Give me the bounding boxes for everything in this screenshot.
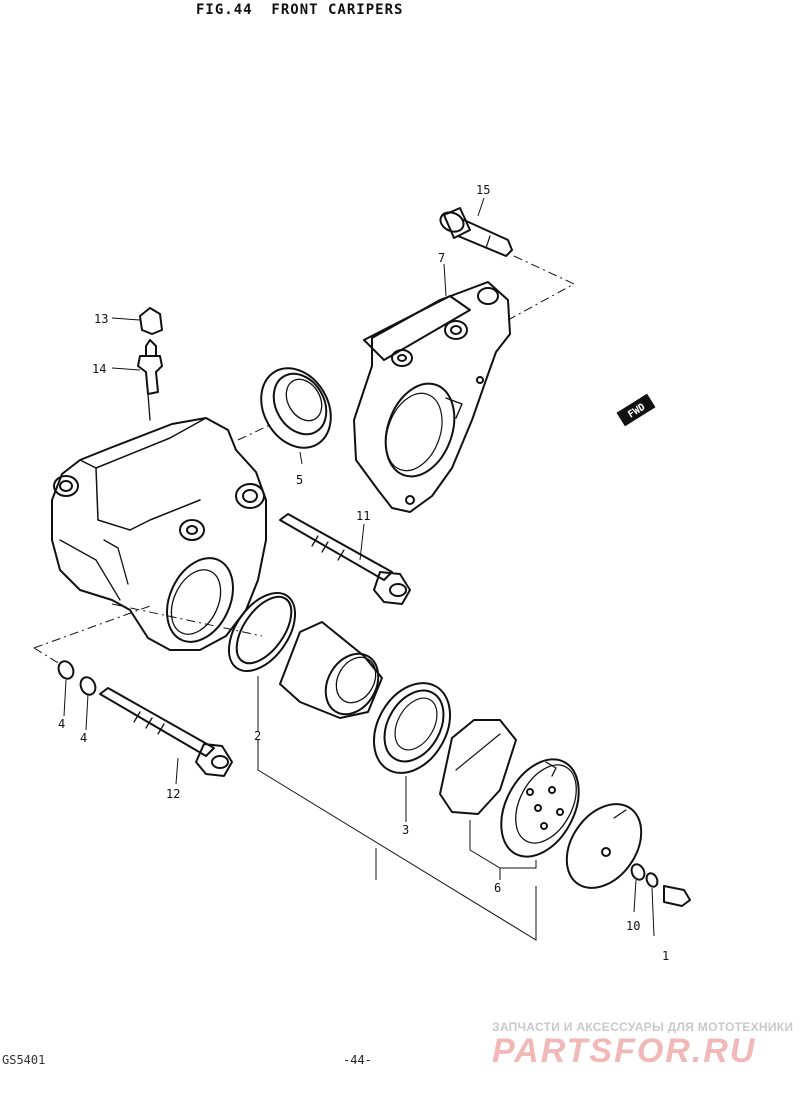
callout-15: 15 [476, 183, 490, 197]
callout-4b: 4 [80, 731, 87, 745]
callout-5: 5 [296, 473, 303, 487]
washer-10 [630, 863, 646, 881]
dust-boot-5 [260, 367, 332, 449]
figure-code: GS5401 [2, 1053, 46, 1067]
callout-4a: 4 [58, 717, 65, 731]
screw-1 [645, 872, 691, 907]
callout-1: 1 [662, 949, 669, 963]
piston-seal-2 [227, 591, 297, 673]
o-ring-4a [57, 660, 75, 680]
page-number: -44- [343, 1053, 372, 1067]
callout-11: 11 [356, 509, 370, 523]
pad-shim [565, 803, 643, 889]
bleeder-cap-13 [139, 307, 163, 335]
callout-12: 12 [166, 787, 180, 801]
watermark-tagline: ЗАПЧАСТИ И АКСЕССУАРЫ ДЛЯ МОТОТЕХНИКИ [492, 1020, 794, 1034]
callout-7: 7 [438, 251, 445, 265]
callout-10: 10 [626, 919, 640, 933]
pin-bolt-12 [99, 687, 233, 777]
callout-13: 13 [94, 312, 108, 326]
callout-2: 2 [254, 729, 261, 743]
caliper-body [51, 417, 267, 651]
brake-pad-lining [439, 719, 517, 815]
callout-3: 3 [402, 823, 409, 837]
callout-14: 14 [92, 362, 106, 376]
callout-leaders [63, 197, 655, 941]
bleeder-valve-14 [137, 339, 163, 421]
fwd-marker [616, 393, 656, 427]
o-ring-4b [79, 676, 97, 696]
callout-6: 6 [494, 881, 501, 895]
leader-lines [33, 255, 576, 665]
figure-title: FIG.44 FRONT CARIPERS [196, 2, 404, 18]
bolt-15 [439, 207, 513, 257]
caliper-piston [279, 621, 383, 719]
pin-bolt-11 [279, 513, 411, 605]
piston-boot-3 [373, 682, 451, 774]
brake-pad-backing [500, 758, 580, 858]
caliper-bracket [353, 281, 511, 513]
watermark-logo: PARTSFOR.RU [492, 1032, 757, 1070]
